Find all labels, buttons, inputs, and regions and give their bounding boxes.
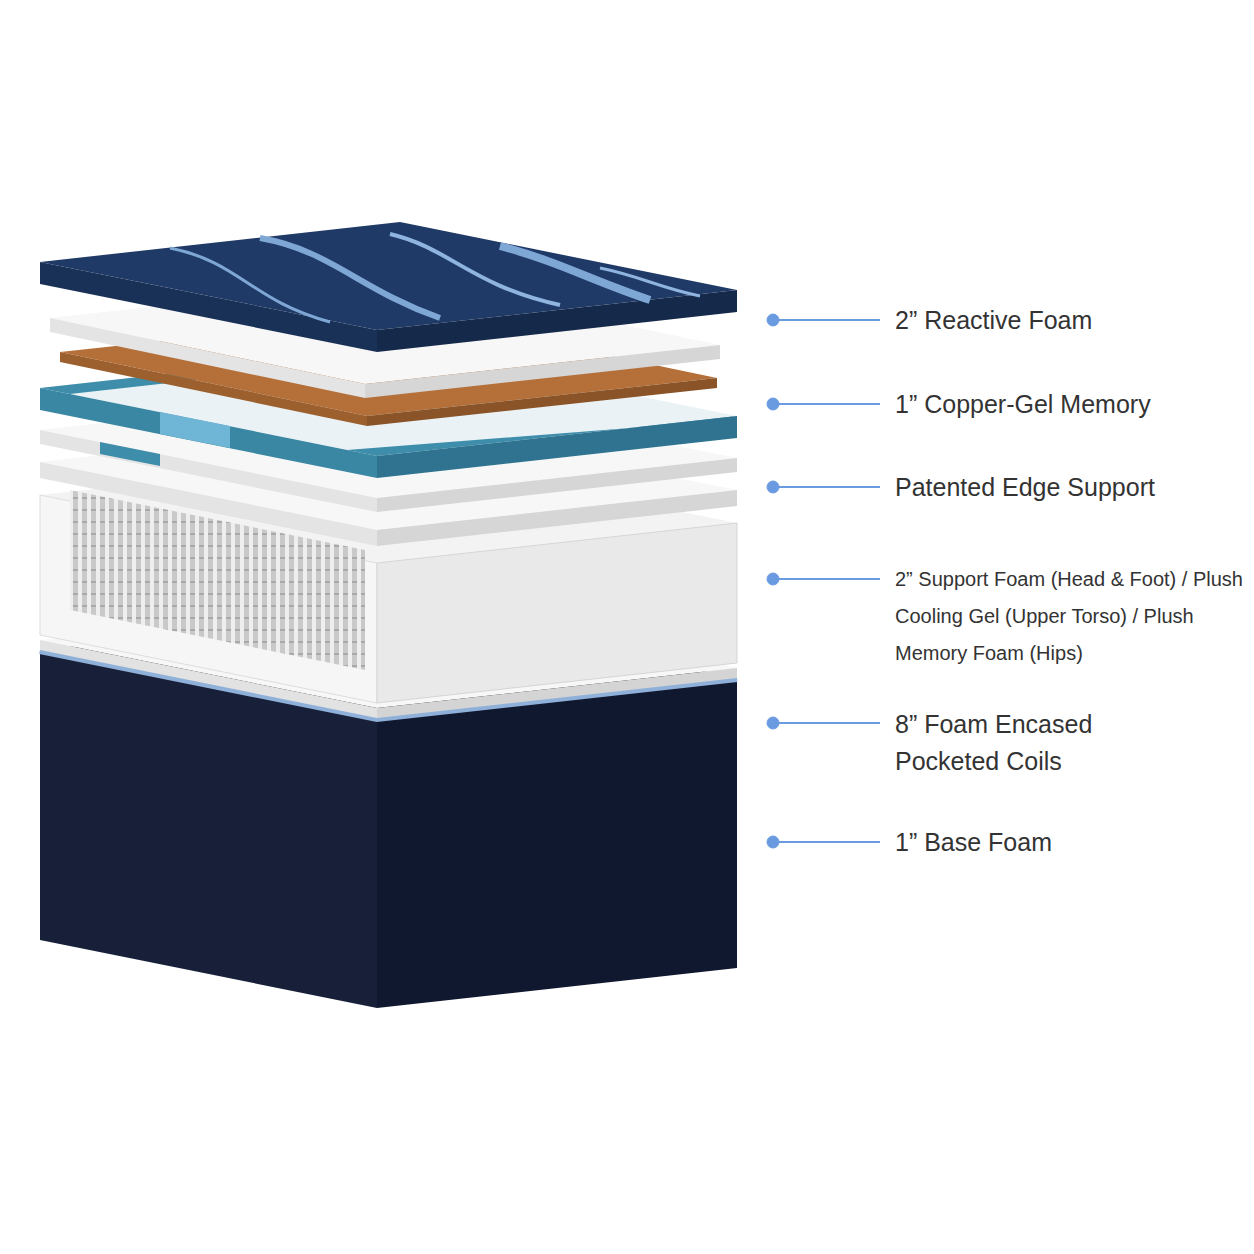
layer-label: 1” Copper-Gel Memory: [895, 389, 1235, 419]
cover-stripe: [500, 246, 650, 300]
zone-gel: [100, 442, 160, 466]
base-side: [377, 678, 737, 1008]
leader-line: [773, 319, 880, 321]
leader-line: [773, 486, 880, 488]
layer-label: 8” Foam Encased Pocketed Coils: [895, 706, 1157, 780]
layer-side: [365, 345, 720, 398]
cover-side: [40, 262, 377, 352]
leader-line: [773, 578, 880, 580]
leader-lines: [767, 314, 880, 848]
top-cover: [40, 222, 737, 352]
cover-stripe: [170, 248, 330, 322]
leader-line: [773, 403, 880, 405]
layer-side: [377, 416, 737, 478]
zone-gel: [160, 412, 230, 448]
layer-label: 2” Support Foam (Head & Foot) / Plush Co…: [895, 561, 1247, 672]
leader-line: [773, 841, 880, 843]
leader-line: [773, 722, 880, 724]
cover-stripe: [260, 238, 440, 318]
cover-side: [377, 290, 737, 352]
cover-stripe: [390, 234, 560, 305]
layer-label: 1” Base Foam: [895, 827, 1235, 857]
layer-label: 2” Reactive Foam: [895, 305, 1235, 335]
layer-side: [377, 523, 737, 703]
cover-stripe: [600, 268, 700, 296]
layer-label: Patented Edge Support: [895, 472, 1235, 502]
